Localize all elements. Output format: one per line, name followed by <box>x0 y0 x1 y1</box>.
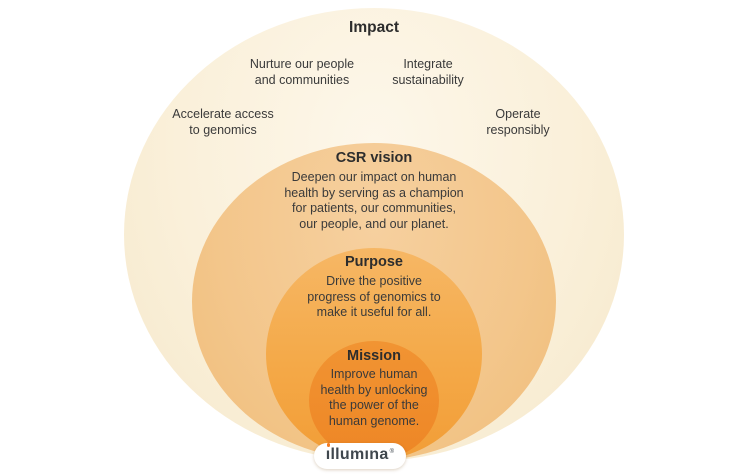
csr-vision-body: Deepen our impact on human health by ser… <box>284 170 464 231</box>
mission-body: Improve human health by unlocking the po… <box>320 367 428 428</box>
mission-ring <box>309 341 439 460</box>
impact-title: Impact <box>349 19 399 36</box>
impact-label-integrate: Integrate sustainability <box>392 57 464 87</box>
illumina-logo: ı llum ına ® <box>314 443 406 469</box>
purpose-title: Purpose <box>344 254 403 270</box>
logo-middle-letters: llum <box>330 446 365 463</box>
purpose-body: Drive the positive progress of genomics … <box>307 274 441 319</box>
csr-vision-title: CSR vision <box>335 150 413 166</box>
mission-title: Mission <box>347 348 401 364</box>
logo-first-letter: ı <box>326 443 331 463</box>
impact-label-operate: Operate responsibly <box>486 107 550 137</box>
logo-end-letters: ına <box>364 446 389 463</box>
impact-label-accelerate: Accelerate access to genomics <box>172 107 274 137</box>
registered-trademark-icon: ® <box>389 449 395 455</box>
logo-i-dot-icon <box>326 443 331 447</box>
impact-label-nurture: Nurture our people and communities <box>249 57 355 87</box>
illumina-wordmark: ı llum ına ® <box>326 443 395 463</box>
